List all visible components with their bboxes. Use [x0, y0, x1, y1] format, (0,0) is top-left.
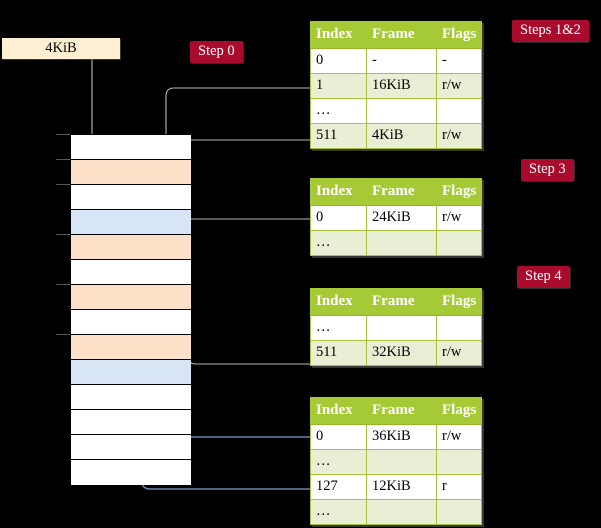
table-cell-flags: r/w — [435, 205, 483, 231]
table-cell-flags: r/w — [435, 123, 483, 149]
memory-frame-row — [71, 385, 191, 410]
table-cell-frame: - — [366, 48, 437, 74]
column-header-flags: Flags — [435, 397, 483, 425]
table-row: 0-- — [310, 48, 483, 74]
column-header-index: Index — [310, 21, 367, 49]
table-cell-flags: r — [435, 474, 483, 500]
frame-boundary-tick — [56, 159, 70, 160]
table-cell-frame — [366, 499, 437, 525]
table-cell-index: … — [310, 315, 367, 341]
table-cell-index: … — [310, 98, 367, 124]
memory-frame-row — [71, 335, 191, 360]
table-row: … — [310, 230, 483, 256]
memory-frame-row — [71, 235, 191, 260]
memory-frame-row — [71, 435, 191, 460]
frame-boundary-tick — [56, 234, 70, 235]
table-cell-flags — [435, 315, 483, 341]
table-cell-frame: 24KiB — [366, 205, 437, 231]
table-cell-index: … — [310, 499, 367, 525]
table-cell-frame — [366, 315, 437, 341]
table-row: … — [310, 449, 483, 475]
memory-frame-row — [71, 460, 191, 485]
table-row: … — [310, 315, 483, 341]
column-header-index: Index — [310, 288, 367, 316]
table-cell-frame: 12KiB — [366, 474, 437, 500]
column-header-index: Index — [310, 178, 367, 206]
badge-step-3: Step 3 — [521, 159, 574, 181]
column-header-frame: Frame — [366, 21, 437, 49]
table-cell-index: 127 — [310, 474, 367, 500]
memory-frame-row — [71, 410, 191, 435]
table-cell-frame: 16KiB — [366, 73, 437, 99]
table-cell-index: 1 — [310, 73, 367, 99]
column-header-flags: Flags — [435, 178, 483, 206]
table-cell-frame: 4KiB — [366, 123, 437, 149]
badge-step-4: Step 4 — [517, 266, 570, 288]
memory-frame-row — [71, 185, 191, 210]
table-cell-index: 511 — [310, 340, 367, 366]
column-header-flags: Flags — [435, 288, 483, 316]
column-header-frame: Frame — [366, 178, 437, 206]
table-cell-frame — [366, 230, 437, 256]
memory-frame-row — [71, 310, 191, 335]
memory-frame-row — [71, 260, 191, 285]
physical-memory-frames — [70, 134, 191, 485]
badge-step-0: Step 0 — [190, 41, 243, 63]
table-cell-index: 0 — [310, 205, 367, 231]
table-cell-frame: 36KiB — [366, 424, 437, 450]
memory-frame-row — [71, 285, 191, 310]
table-cell-index: … — [310, 230, 367, 256]
memory-frame-row — [71, 135, 191, 160]
table-cell-index: … — [310, 449, 367, 475]
table-cell-flags — [435, 449, 483, 475]
table-cell-flags — [435, 499, 483, 525]
table-cell-frame — [366, 98, 437, 124]
table-cell-flags: r/w — [435, 340, 483, 366]
table-cell-flags: r/w — [435, 424, 483, 450]
column-header-frame: Frame — [366, 397, 437, 425]
table-cell-flags: r/w — [435, 73, 483, 99]
memory-frame-row — [71, 160, 191, 185]
frame-size-tag: 4KiB — [2, 38, 120, 59]
table-row: … — [310, 499, 483, 525]
table-cell-flags — [435, 230, 483, 256]
table-cell-index: 0 — [310, 48, 367, 74]
table-cell-frame: 32KiB — [366, 340, 437, 366]
table-row: … — [310, 98, 483, 124]
badge-steps-1-2: Steps 1&2 — [512, 20, 589, 42]
frame-boundary-tick — [56, 134, 70, 135]
frame-boundary-tick — [56, 284, 70, 285]
table-cell-flags: - — [435, 48, 483, 74]
table-cell-frame — [366, 449, 437, 475]
frame-boundary-tick — [56, 334, 70, 335]
column-header-flags: Flags — [435, 21, 483, 49]
memory-frame-row — [71, 360, 191, 385]
frame-boundary-tick — [56, 184, 70, 185]
column-header-frame: Frame — [366, 288, 437, 316]
memory-frame-row — [71, 210, 191, 235]
column-header-index: Index — [310, 397, 367, 425]
table-cell-index: 511 — [310, 123, 367, 149]
table-cell-flags — [435, 98, 483, 124]
table-cell-index: 0 — [310, 424, 367, 450]
